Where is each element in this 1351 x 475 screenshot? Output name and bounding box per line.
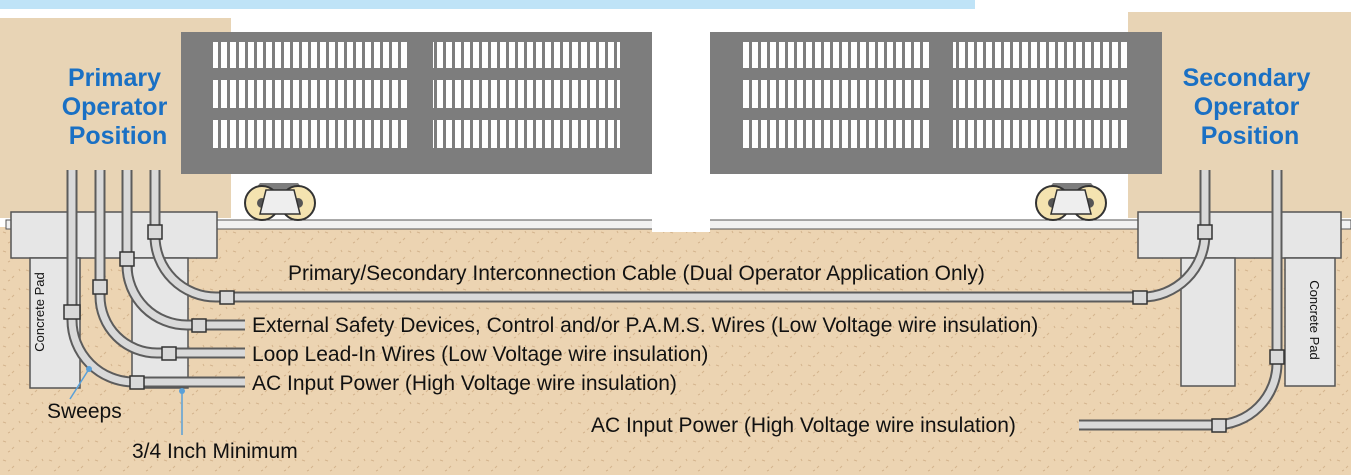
leader-lines bbox=[69, 366, 185, 435]
label-ac-input-right: AC Input Power (High Voltage wire insula… bbox=[591, 414, 1016, 437]
header-bar bbox=[0, 0, 975, 9]
label-interconnection-cable: Primary/Secondary Interconnection Cable … bbox=[288, 262, 985, 285]
conduit-external-safety bbox=[121, 170, 245, 331]
rail-gap bbox=[652, 217, 710, 232]
label-ac-input-left: AC Input Power (High Voltage wire insula… bbox=[252, 372, 677, 395]
right-gate bbox=[710, 32, 1162, 174]
label-minimum: 3/4 Inch Minimum bbox=[132, 440, 298, 463]
right-wall bbox=[1128, 12, 1351, 218]
conduit-loop-lead-in bbox=[94, 170, 245, 359]
label-sweeps: Sweeps bbox=[47, 400, 122, 423]
conduit-ac-input-left bbox=[66, 170, 245, 388]
left-roller bbox=[244, 183, 316, 221]
left-gate bbox=[181, 32, 652, 174]
label-external-safety: External Safety Devices, Control and/or … bbox=[252, 314, 1038, 337]
conduit-interconnection bbox=[149, 170, 1211, 303]
right-concrete-pad bbox=[1137, 211, 1342, 387]
primary-position-title: Primary Operator Position bbox=[62, 64, 175, 150]
label-loop-lead-in: Loop Lead-In Wires (Low Voltage wire ins… bbox=[252, 343, 708, 366]
conduit-couplings bbox=[63, 224, 1285, 433]
label-concrete-pad-right: Concrete Pad bbox=[1307, 280, 1322, 360]
label-concrete-pad-left: Concrete Pad bbox=[32, 272, 47, 352]
left-concrete-pad bbox=[10, 211, 218, 389]
secondary-position-title: Secondary Operator Position bbox=[1183, 64, 1318, 150]
right-roller bbox=[1035, 183, 1107, 221]
